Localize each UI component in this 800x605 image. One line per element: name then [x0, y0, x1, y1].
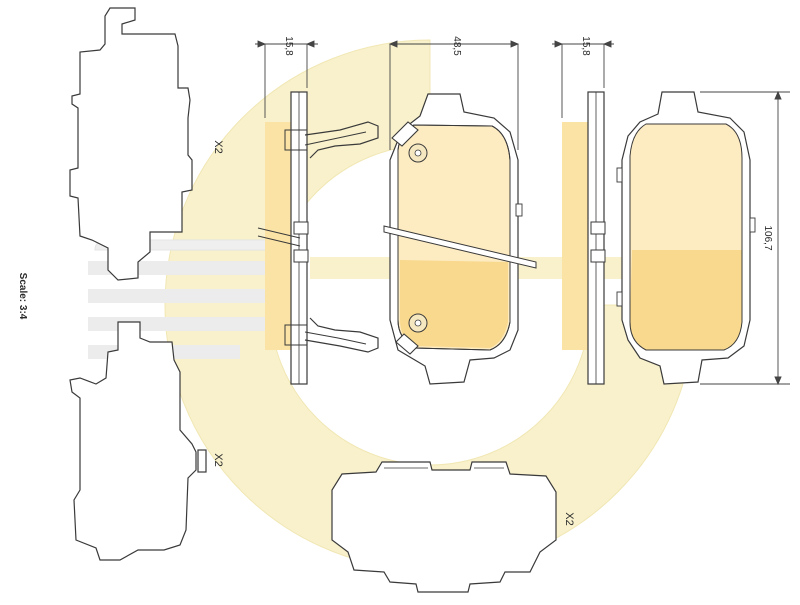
clip-bottom-left: X2 — [69, 321, 224, 561]
qty-label-left-clip: X2 — [212, 453, 224, 466]
dimension-pad-height-value: 106,7 — [762, 225, 773, 250]
shim-top-left: X2 — [69, 7, 224, 281]
qty-label-bottom-shim: X2 — [563, 512, 575, 525]
qty-label-top-left-shim: X2 — [212, 140, 224, 153]
dimension-pad-width: 48,5 — [388, 36, 520, 150]
scale-label: Scale: 3:4 — [17, 273, 28, 320]
shim-bottom: X2 — [331, 461, 575, 593]
dimension-right-thickness-value: 15,8 — [580, 36, 591, 56]
dimension-pad-width-value: 48,5 — [451, 36, 462, 56]
pad-front-view-center — [257, 93, 537, 385]
dimension-pad-height: 106,7 — [700, 90, 790, 386]
pad-side-view-right — [562, 91, 606, 385]
dimension-left-thickness-value: 15,8 — [283, 36, 294, 56]
dimension-right-thickness: 15,8 — [552, 36, 614, 118]
dimension-left-thickness: 15,8 — [255, 36, 318, 118]
pad-front-view-right — [616, 91, 756, 385]
